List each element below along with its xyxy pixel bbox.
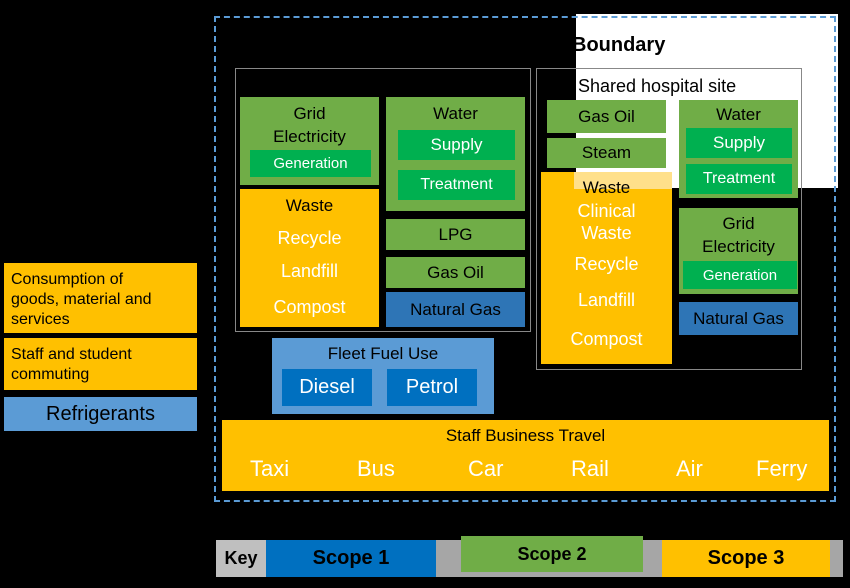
left-group-frame <box>235 68 531 332</box>
commuting-line2: commuting <box>11 366 90 383</box>
fleet-petrol-label: Petrol <box>405 376 459 398</box>
right-water-title: Water <box>716 105 761 124</box>
fleet-fuel-box: Fleet Fuel Use Diesel Petrol <box>272 338 494 414</box>
right-gas-oil-box: Gas Oil <box>547 100 666 133</box>
left-water-supply-box: Supply <box>398 130 515 160</box>
left-gas-oil-label: Gas Oil <box>427 262 484 282</box>
consumption-line2: goods, material and <box>11 291 152 308</box>
left-waste-landfill: Landfill <box>280 261 339 281</box>
fleet-diesel-box: Diesel <box>282 369 372 406</box>
right-grid-line1: Grid <box>722 214 755 233</box>
key-scope1-label: Scope 1 <box>312 547 390 569</box>
left-waste-compost: Compost <box>273 297 346 317</box>
right-steam-label: Steam <box>581 143 632 162</box>
consumption-line3: services <box>11 311 70 328</box>
left-natural-gas-label: Natural Gas <box>410 299 501 319</box>
right-natural-gas-box: Natural Gas <box>679 302 798 335</box>
boundary-dashed-frame <box>214 16 836 502</box>
right-waste-header-highlight <box>574 172 672 189</box>
right-water-treatment-label: Treatment <box>702 170 776 187</box>
fleet-petrol-box: Petrol <box>387 369 477 406</box>
right-water-supply-label: Supply <box>713 133 765 152</box>
travel-mode-rail: Rail <box>571 456 609 481</box>
travel-title: Staff Business Travel <box>445 426 606 445</box>
left-gas-oil-box: Gas Oil <box>386 257 525 288</box>
key-scope3-label: Scope 3 <box>707 547 785 569</box>
left-water-treatment-box: Treatment <box>398 170 515 200</box>
key-scope1: Scope 1 <box>266 540 436 577</box>
right-gas-oil-label: Gas Oil <box>578 106 635 126</box>
right-waste-title: Waste <box>582 178 631 197</box>
fleet-diesel-label: Diesel <box>299 376 355 398</box>
right-water-supply-box: Supply <box>686 128 792 158</box>
right-waste-box: Waste Clinical Waste Recycle Landfill Co… <box>541 172 672 364</box>
right-natural-gas-label: Natural Gas <box>693 308 784 328</box>
consumption-box: Consumption of goods, material and servi… <box>4 263 197 333</box>
shared-site-label: Shared hospital site <box>578 76 737 96</box>
left-water-box: Water Supply Treatment <box>386 97 525 211</box>
key-scope2-label: Scope 2 <box>517 543 587 564</box>
left-waste-box: Waste Recycle Landfill Compost <box>240 189 379 327</box>
left-grid-line2: Electricity <box>273 127 346 146</box>
fleet-fuel-title: Fleet Fuel Use <box>327 344 439 363</box>
key-scope2: Scope 2 <box>461 536 643 572</box>
right-steam-box: Steam <box>547 138 666 168</box>
travel-mode-air: Air <box>676 456 703 481</box>
key-legend: Key Scope 1 Scope 2 Scope 3 <box>216 536 843 577</box>
key-label: Key <box>216 540 266 577</box>
refrigerants-box: Refrigerants <box>4 397 197 431</box>
right-waste-clinical-line1: Clinical <box>577 201 636 221</box>
boundary-label: Boundary <box>572 34 666 56</box>
right-grid-line2: Electricity <box>702 237 775 256</box>
left-water-title: Water <box>433 104 478 123</box>
commuting-box: Staff and student commuting <box>4 338 197 390</box>
left-lpg-box: LPG <box>386 219 525 250</box>
travel-mode-bus: Bus <box>357 456 395 481</box>
left-grid-generation-label: Generation <box>273 155 348 172</box>
travel-mode-car: Car <box>468 456 504 481</box>
right-waste-landfill: Landfill <box>577 290 636 310</box>
right-waste-recycle: Recycle <box>574 254 639 274</box>
left-waste-recycle: Recycle <box>277 228 342 248</box>
right-water-treatment-box: Treatment <box>686 164 792 194</box>
travel-mode-ferry: Ferry <box>756 456 808 481</box>
left-grid-line1: Grid <box>293 104 326 123</box>
left-water-treatment-label: Treatment <box>420 176 493 193</box>
left-waste-title: Waste <box>285 196 334 215</box>
left-grid-generation-box: Generation <box>250 150 371 177</box>
left-grid-electricity-box: Grid Electricity Generation <box>240 97 379 185</box>
shared-site-frame <box>536 68 802 370</box>
right-waste-clinical-line2: Waste <box>581 223 632 243</box>
left-water-supply-label: Supply <box>430 135 483 154</box>
staff-business-travel-box: Staff Business Travel Taxi Bus Car Rail … <box>222 420 829 491</box>
commuting-line1: Staff and student <box>11 346 132 363</box>
left-natural-gas-box: Natural Gas <box>386 292 525 327</box>
key-scope3: Scope 3 <box>662 540 830 577</box>
right-grid-electricity-box: Grid Electricity Generation <box>679 208 798 294</box>
refrigerants-label: Refrigerants <box>46 402 155 425</box>
right-grid-generation-box: Generation <box>683 261 797 289</box>
travel-mode-taxi: Taxi <box>250 456 290 481</box>
right-grid-generation-label: Generation <box>702 266 778 284</box>
left-lpg-label: LPG <box>438 224 473 244</box>
consumption-line1: Consumption of <box>11 271 124 288</box>
right-water-box: Water Supply Treatment <box>679 100 798 198</box>
right-waste-compost: Compost <box>570 329 643 349</box>
